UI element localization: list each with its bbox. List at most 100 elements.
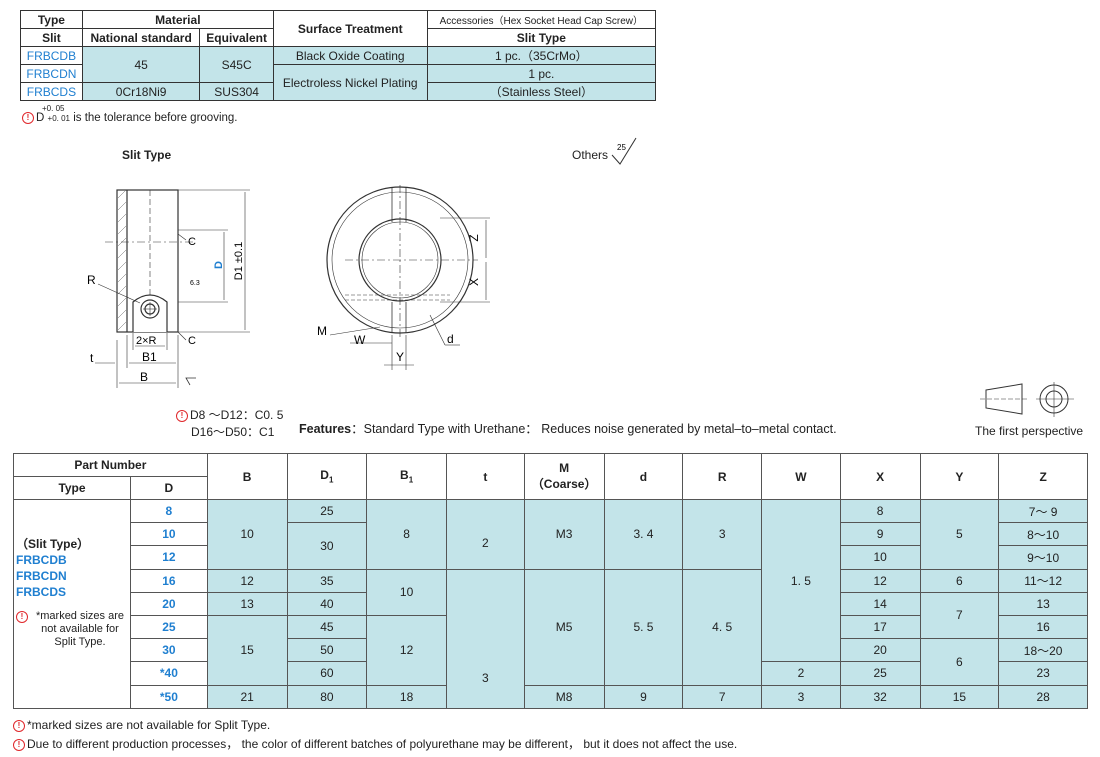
r-cell: 4. 5 xyxy=(682,568,763,686)
header-M-sub: （Coarse） xyxy=(531,477,597,491)
header-surface: Surface Treatment xyxy=(272,10,428,47)
others-label: Others xyxy=(572,148,609,162)
y-cell: 15 xyxy=(919,684,1000,709)
header-type: Type xyxy=(20,10,83,29)
r-cell: 7 xyxy=(682,684,763,709)
first-perspective-icon xyxy=(980,382,1074,417)
b1-cell: 12 xyxy=(366,614,447,686)
label-d: d xyxy=(447,332,454,346)
warning-icon: ! xyxy=(176,410,188,422)
x-cell: 25 xyxy=(839,661,921,686)
d-cell: *40 xyxy=(130,661,208,686)
warning-icon: ! xyxy=(22,112,34,124)
tolerance-text: is the tolerance before grooving. xyxy=(73,112,238,124)
b-cell: 13 xyxy=(206,591,288,616)
label-B1: B1 xyxy=(142,350,157,364)
d-cell: 10 xyxy=(130,522,208,547)
x-cell: 14 xyxy=(839,591,921,616)
header-X: X xyxy=(839,453,921,500)
m-cell: M5 xyxy=(523,568,605,686)
footnote-2: Due to different production processes， t… xyxy=(27,737,738,751)
label-W: W xyxy=(354,333,366,347)
footnotes: !*marked sizes are not available for Spl… xyxy=(13,716,737,754)
d-cell: 16 xyxy=(130,568,208,593)
t-cell: 2 xyxy=(445,499,525,570)
label-R: R xyxy=(87,273,96,287)
x-cell: 12 xyxy=(839,568,921,593)
dimension-table: Part Number B D1 B1 t M（Coarse） d R W X … xyxy=(13,453,1088,709)
z-cell: 9～10 xyxy=(998,545,1088,570)
label-D1: D1 ±0.1 xyxy=(233,242,245,280)
header-R: R xyxy=(682,453,763,500)
header-Y: Y xyxy=(919,453,1000,500)
type-cell: FRBCDS xyxy=(20,82,83,101)
b-cell: 10 xyxy=(206,499,288,570)
drawing-title: Slit Type xyxy=(122,148,172,162)
header-material: Material xyxy=(81,10,274,29)
label-B: B xyxy=(140,370,148,384)
header-equivalent: Equivalent xyxy=(199,28,274,47)
type-name: FRBCDS xyxy=(16,585,66,599)
d-cell: 25 xyxy=(130,614,208,640)
tolerance-upper: +0. 05 xyxy=(42,104,65,113)
label-Z: Z xyxy=(467,234,481,241)
d-cell: 20 xyxy=(130,591,208,616)
y-cell: 6 xyxy=(919,568,1000,593)
m-cell: M3 xyxy=(523,499,605,570)
type-name: FRBCDN xyxy=(16,569,67,583)
type-cell: （Slit Type） FRBCDB FRBCDN FRBCDS !*marke… xyxy=(13,499,131,709)
tolerance-note: +0. 05 !D +0. 01 is the tolerance before… xyxy=(22,104,237,124)
d-cell: 12 xyxy=(130,545,208,570)
equivalent-cell: SUS304 xyxy=(199,82,274,101)
tolerance-prefix: D xyxy=(36,112,45,124)
label-M: M xyxy=(317,324,327,338)
z-cell: 18～20 xyxy=(998,638,1088,663)
y-cell: 6 xyxy=(919,638,1000,686)
label-X: X xyxy=(467,278,481,286)
w-cell: 1. 5 xyxy=(761,498,841,663)
x-cell: 9 xyxy=(839,522,921,547)
header-B1-text: B xyxy=(400,468,409,483)
z-cell: 16 xyxy=(998,614,1088,640)
features-text: ：Standard Type with Urethane： Reduces no… xyxy=(351,422,837,436)
d-cell: 8 xyxy=(130,498,208,524)
type-name: FRBCDB xyxy=(16,553,67,567)
header-acc-slit: Slit Type xyxy=(426,28,657,47)
d1-cell: 45 xyxy=(286,614,368,640)
label-2xR: 2×R xyxy=(136,335,157,347)
chamfer-line-2: D16～D50：C1 xyxy=(191,425,275,439)
d-hole-cell: 3. 4 xyxy=(603,499,684,570)
b1-cell: 8 xyxy=(366,499,447,570)
d-cell: *50 xyxy=(130,684,208,709)
d-hole-cell: 5. 5 xyxy=(603,568,684,686)
warning-icon: ! xyxy=(13,720,25,732)
type-note-text: *marked sizes are not available for Spli… xyxy=(35,610,125,648)
t-cell-value: 3 xyxy=(481,670,489,685)
z-cell: 28 xyxy=(998,684,1088,709)
header-d: d xyxy=(603,453,684,500)
x-cell: 20 xyxy=(839,638,921,663)
features-note: Features：Standard Type with Urethane： Re… xyxy=(299,418,837,437)
footnote-1: *marked sizes are not available for Spli… xyxy=(27,718,271,732)
front-view xyxy=(326,185,490,370)
chamfer-line-1: D8 ～D12：C0. 5 xyxy=(190,408,284,422)
d1-cell: 30 xyxy=(286,522,368,570)
label-t: t xyxy=(90,351,94,365)
d1-cell: 40 xyxy=(286,591,368,616)
first-perspective-label: The first perspective xyxy=(975,424,1084,438)
header-accessories: Accessories（Hex Socket Head Cap Screw） xyxy=(426,10,657,29)
type-cell: FRBCDN xyxy=(20,64,83,83)
d1-cell: 60 xyxy=(286,661,368,686)
national-cell: 45 xyxy=(81,46,201,83)
label-C-top: C xyxy=(188,236,196,248)
tolerance-lower: +0. 01 xyxy=(47,114,70,123)
d1-cell: 35 xyxy=(286,568,368,593)
accessory-cell: 1 pc. xyxy=(426,64,657,83)
others-num: 25 xyxy=(617,143,626,152)
header-Z: Z xyxy=(998,453,1088,500)
d-hole-cell: 9 xyxy=(603,684,684,709)
header-D: D xyxy=(130,476,208,500)
type-note: ! *marked sizes are not available for Spl… xyxy=(16,610,130,649)
warning-icon: ! xyxy=(13,739,25,751)
warning-icon: ! xyxy=(16,611,28,623)
